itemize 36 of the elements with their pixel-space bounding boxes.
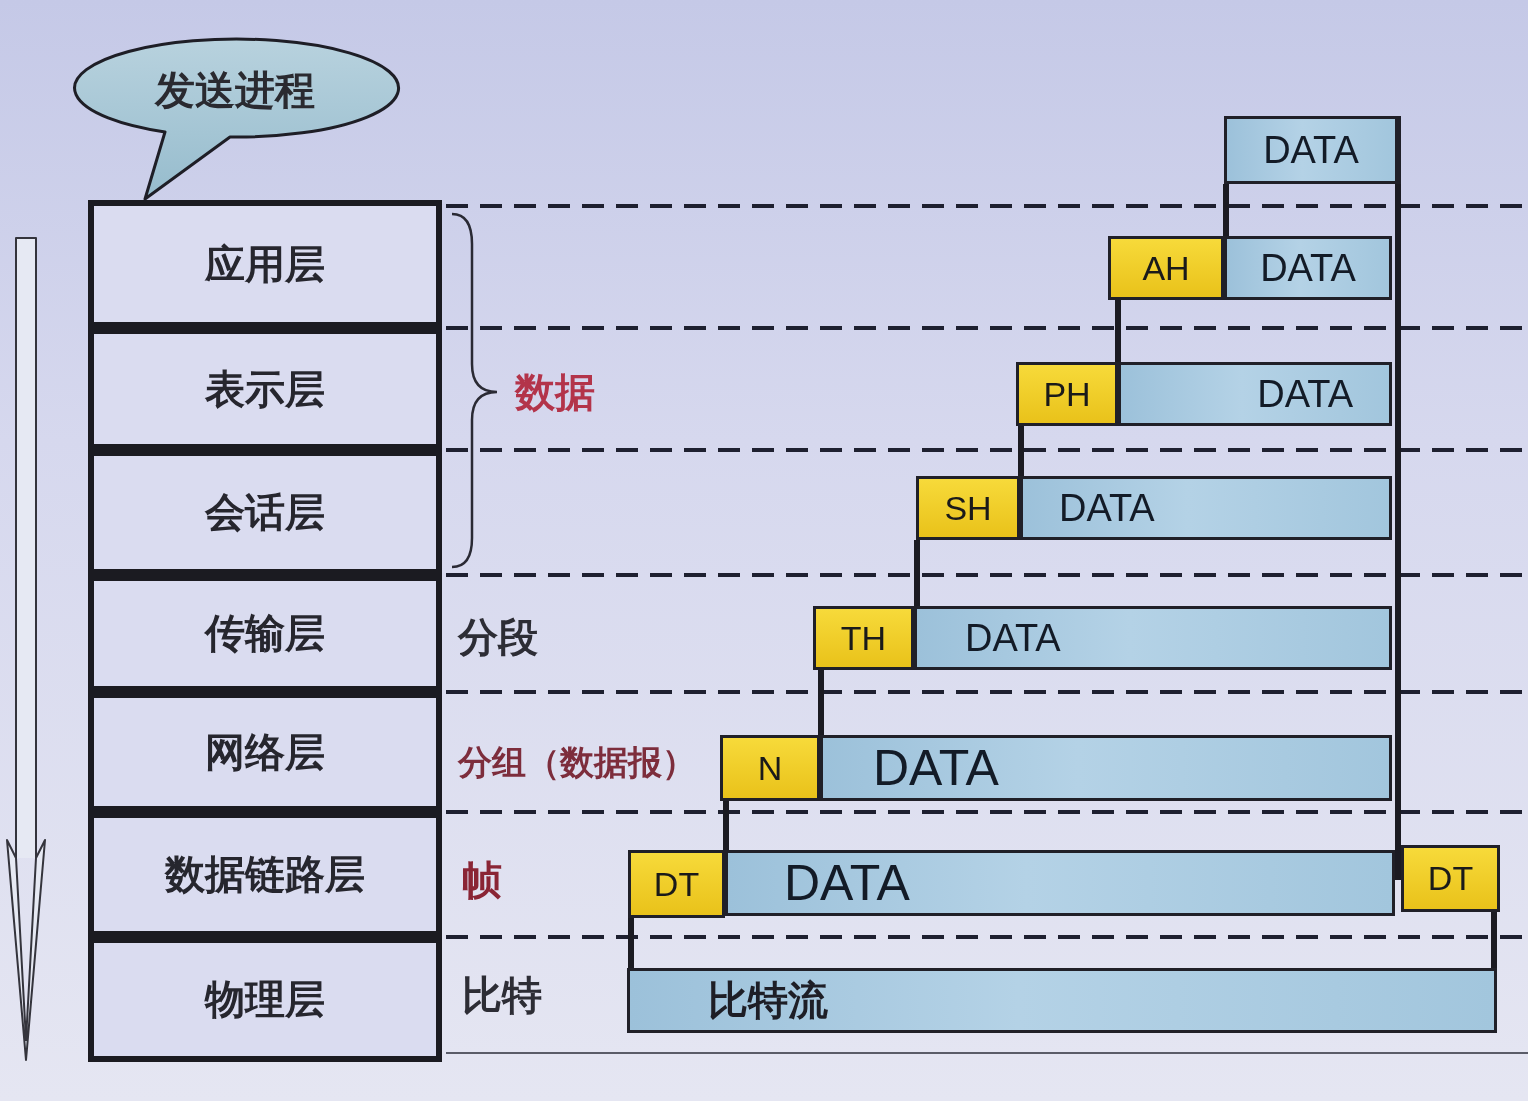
data-box: DATA — [1020, 476, 1392, 540]
layer-box: 网络层 — [88, 692, 442, 812]
data-box: DATA — [914, 606, 1392, 670]
side-label: 数据 — [515, 368, 595, 417]
data-box: DATA — [1224, 236, 1392, 300]
layer-box: 表示层 — [88, 328, 442, 450]
connector-line — [628, 918, 634, 968]
header-box: PH — [1016, 362, 1118, 426]
layer-box: 会话层 — [88, 450, 442, 575]
side-label: 比特 — [462, 971, 542, 1020]
layer-box: 传输层 — [88, 575, 442, 692]
layer-box: 数据链路层 — [88, 812, 442, 937]
header-box: TH — [813, 606, 914, 670]
layer-box: 应用层 — [88, 200, 442, 328]
layer-box: 物理层 — [88, 937, 442, 1062]
bit-stream-bar: 比特流 — [627, 968, 1497, 1033]
header-box: SH — [916, 476, 1020, 540]
data-box: DATA — [820, 735, 1392, 801]
connector-line — [1018, 426, 1024, 476]
data-box: DATA — [1118, 362, 1392, 426]
data-box: DATA — [1224, 116, 1401, 184]
connector-line — [1395, 184, 1401, 880]
side-label: 帧 — [462, 856, 502, 905]
connector-line — [723, 801, 729, 850]
connector-line — [1115, 300, 1121, 362]
connector-line — [818, 670, 824, 735]
data-box: DATA — [725, 850, 1395, 916]
connector-line — [914, 540, 920, 606]
side-label: 分段 — [458, 613, 538, 662]
side-label: 分组（数据报） — [458, 741, 696, 784]
header-box: DT — [628, 850, 725, 918]
header-box: N — [720, 735, 820, 801]
connector-line — [1223, 184, 1229, 236]
connector-line — [1491, 912, 1497, 968]
header-box: AH — [1108, 236, 1224, 300]
trailer-box: DT — [1401, 845, 1500, 912]
